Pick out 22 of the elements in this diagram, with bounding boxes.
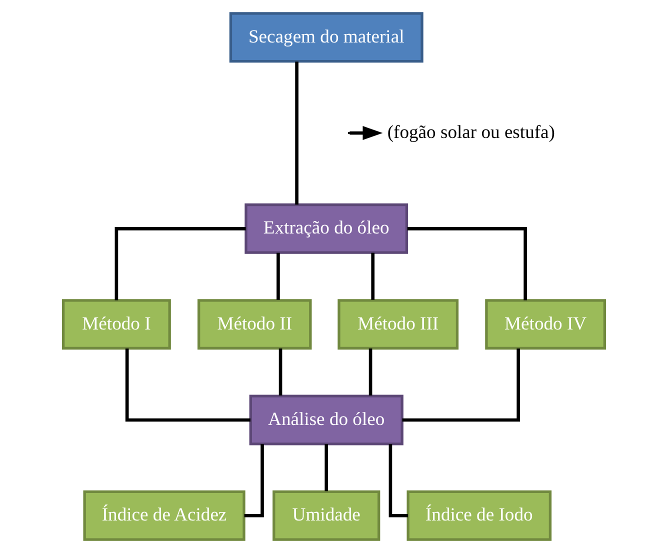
- connector: [368, 348, 372, 396]
- node-box: Método III: [338, 299, 459, 350]
- node-box: Extração do óleo: [244, 203, 408, 254]
- node-box: Umidade: [272, 490, 380, 541]
- node-box: Método II: [198, 299, 312, 350]
- node-text: (fogão solar ou estufa): [387, 122, 556, 143]
- node-box: Método I: [62, 299, 171, 350]
- connector: [114, 227, 246, 300]
- connector: [295, 62, 298, 205]
- arrow: [350, 126, 383, 140]
- connector: [402, 348, 520, 422]
- connector: [324, 444, 328, 492]
- connector: [407, 227, 527, 300]
- node-box: Índice de Acidez: [83, 490, 246, 541]
- node-box: Secagem do material: [229, 12, 424, 63]
- node-box: Método IV: [485, 299, 606, 350]
- node-box: Índice de Iodo: [406, 490, 552, 541]
- connector: [125, 348, 250, 422]
- node-box: Análise do óleo: [249, 394, 404, 446]
- connector: [371, 252, 375, 300]
- connector: [278, 348, 282, 396]
- connector: [276, 252, 280, 300]
